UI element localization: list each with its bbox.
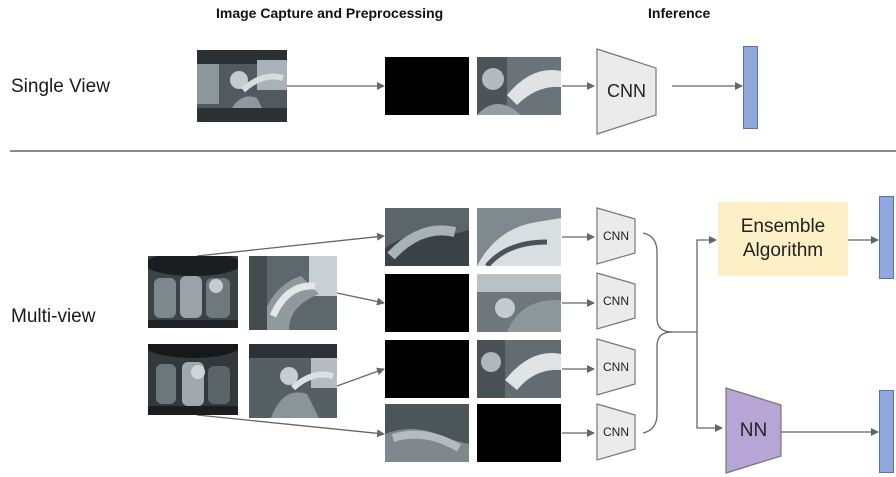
ensemble-line-2: Algorithm <box>742 240 824 261</box>
ensemble-algorithm-box: Ensemble Algorithm <box>718 202 848 276</box>
cnn-shape-4 <box>596 403 636 461</box>
cnn-shape-2 <box>596 272 636 330</box>
cnn-label-2: CNN <box>603 294 629 308</box>
multi-source-photo-3 <box>148 344 238 415</box>
ensemble-output-vector <box>879 196 894 279</box>
single-output-vector <box>743 46 758 129</box>
crop-1-a <box>385 208 469 266</box>
cnn-label-1: CNN <box>603 229 629 243</box>
crop-4-b <box>477 404 561 462</box>
crop-3-b <box>477 340 561 398</box>
single-face-crop <box>477 57 561 115</box>
crop-1-b <box>477 208 561 266</box>
capture-heading: Image Capture and Preprocessing <box>216 5 444 21</box>
single-source-photo <box>197 50 287 122</box>
multi-view-label: Multi-view <box>11 306 96 327</box>
crop-2-a <box>385 274 469 332</box>
cnn-label-single: CNN <box>607 81 646 101</box>
cnn-shape-3 <box>596 338 636 396</box>
nn-shape <box>725 387 782 474</box>
crop-2-b <box>477 274 561 332</box>
cnn-shape-1 <box>596 207 636 265</box>
nn-output-vector <box>879 390 894 473</box>
nn-label: NN <box>739 419 768 441</box>
cnn-label-3: CNN <box>603 360 629 374</box>
cnn-label-4: CNN <box>603 425 629 439</box>
inference-heading: Inference <box>648 5 711 21</box>
multi-source-photo-4 <box>249 344 337 418</box>
crop-3-a <box>385 340 469 398</box>
multi-source-photo-2 <box>249 256 337 330</box>
ensemble-line-1: Ensemble <box>740 216 826 237</box>
row-divider <box>10 150 896 152</box>
crop-4-a <box>385 404 469 462</box>
single-view-label: Single View <box>11 76 110 97</box>
single-masked-crop <box>385 57 469 115</box>
multi-source-photo-1 <box>148 256 238 328</box>
cnn-shape-single <box>596 48 657 135</box>
